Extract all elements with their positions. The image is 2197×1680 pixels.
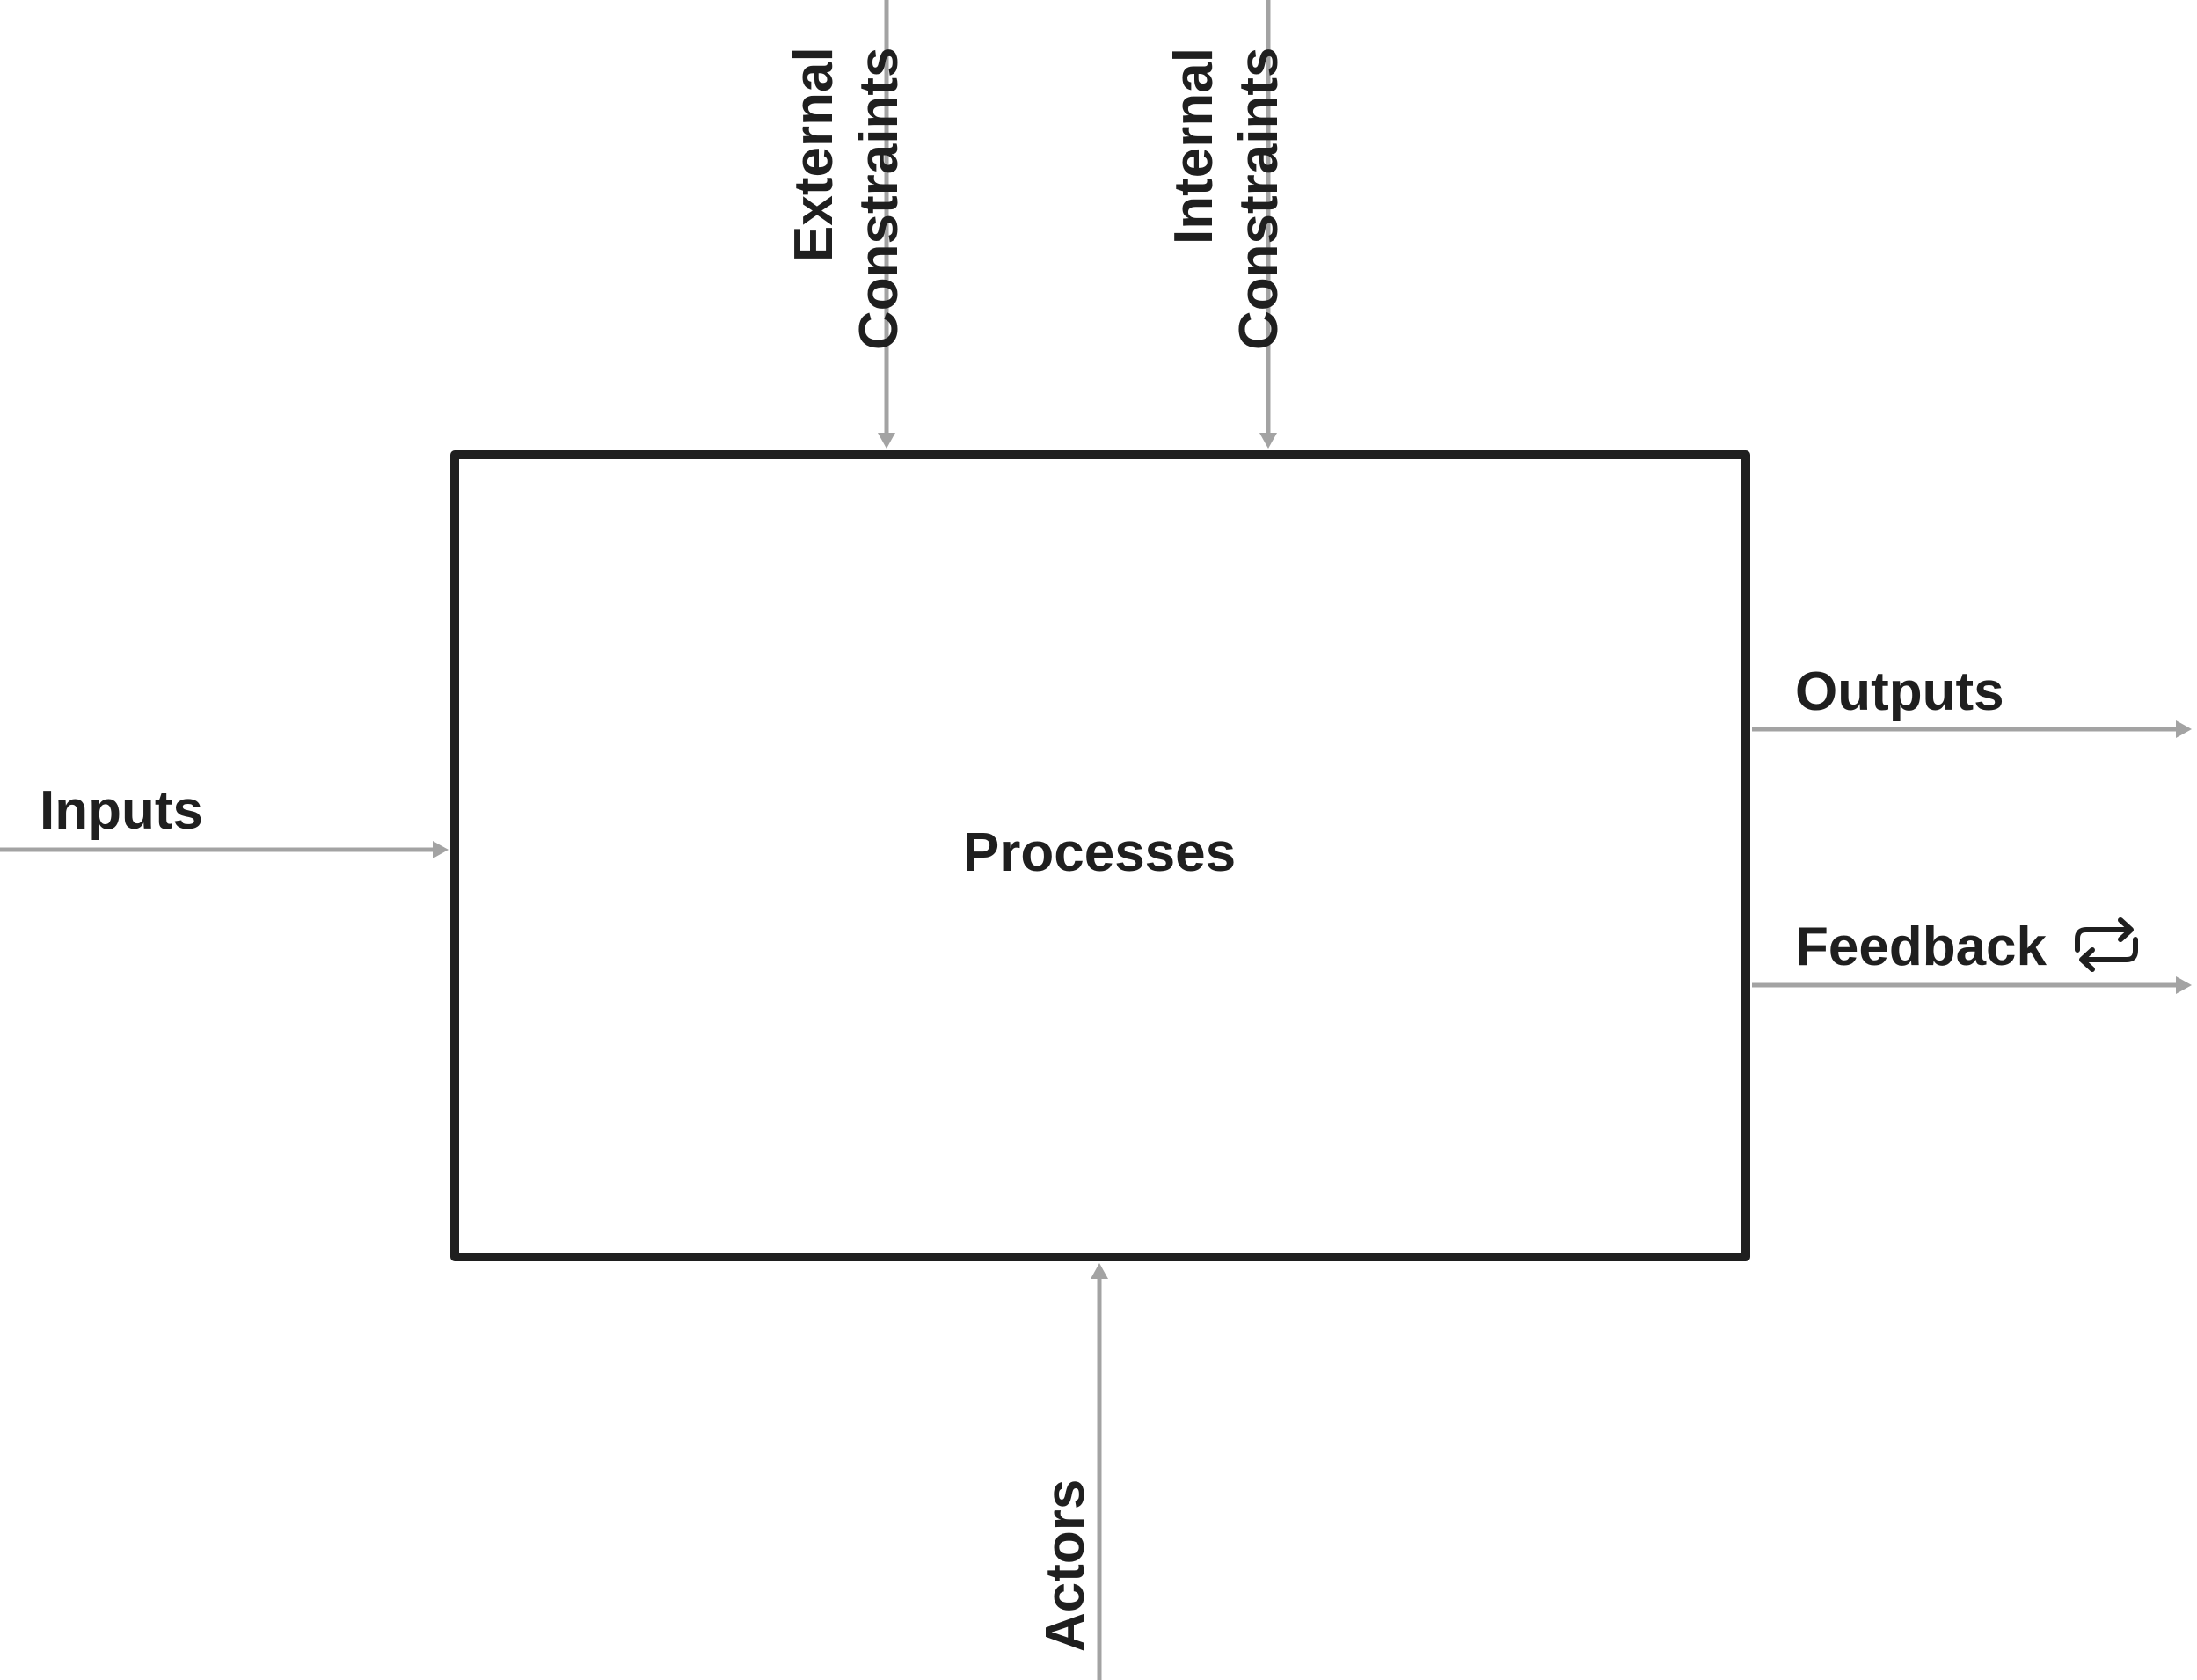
feedback-label: Feedback	[1795, 917, 2047, 977]
inputs-arrow	[0, 841, 449, 858]
actors-label: Actors	[1035, 1479, 1096, 1652]
inputs-label: Inputs	[40, 780, 203, 841]
internal-constraints-line2: Constraints	[1229, 47, 1289, 350]
process-label: Processes	[963, 822, 1236, 883]
external-constraints-arrow	[878, 0, 895, 449]
repeat-arrows-icon	[2075, 917, 2138, 972]
external-constraints-line2: Constraints	[849, 47, 909, 350]
actors-arrow	[1091, 1263, 1108, 1680]
feedback-arrow	[1752, 976, 2192, 994]
internal-constraints-label: Internal Constraints	[1164, 47, 1289, 350]
process-box	[450, 450, 1750, 1261]
outputs-arrow	[1752, 720, 2192, 738]
outputs-label: Outputs	[1795, 661, 2004, 722]
external-constraints-line1: External	[784, 47, 844, 262]
external-constraints-label: External Constraints	[784, 47, 909, 350]
internal-constraints-arrow	[1259, 0, 1277, 449]
internal-constraints-line1: Internal	[1164, 47, 1224, 245]
